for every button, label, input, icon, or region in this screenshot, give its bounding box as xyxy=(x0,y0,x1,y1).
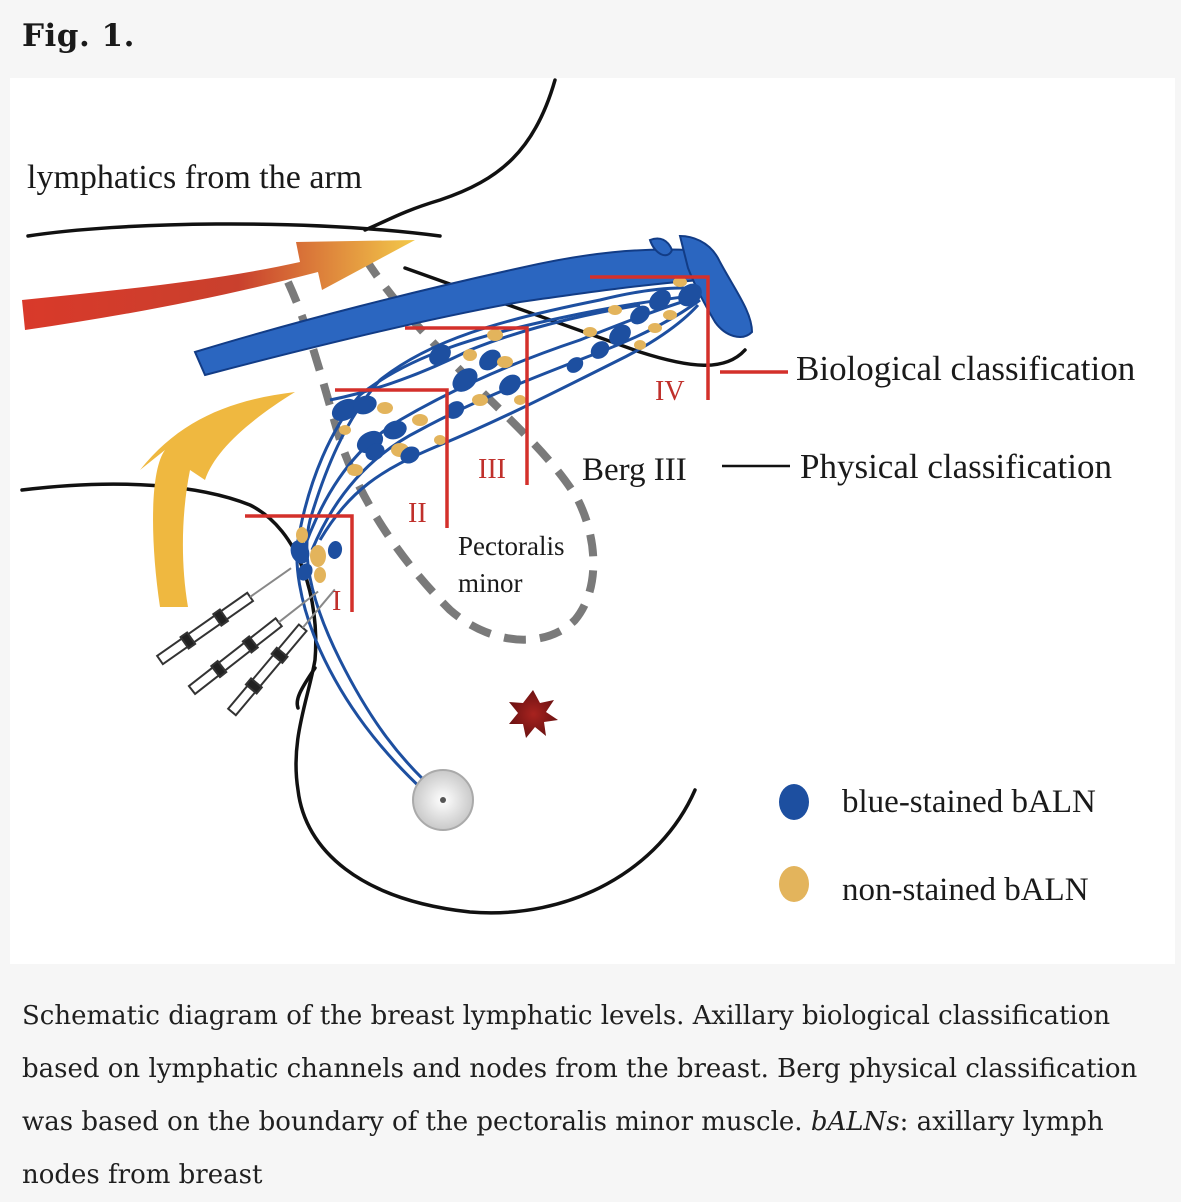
breast-drainage-arrow xyxy=(140,392,295,607)
figure-panel: I II III IV lymphatics from the arm Pect… xyxy=(10,78,1175,964)
arm-lymphatics-label: lymphatics from the arm xyxy=(27,159,362,196)
blue-stained-node xyxy=(445,401,465,419)
blue-stained-node xyxy=(609,324,631,346)
non-stained-node xyxy=(472,394,488,406)
pectoralis-label-line1: Pectoralis xyxy=(458,531,564,561)
axillary-vein xyxy=(193,234,754,377)
blue-stained-node xyxy=(290,540,310,564)
blue-stained-node xyxy=(400,446,420,464)
level-label-II: II xyxy=(408,498,427,529)
figure-title: Fig. 1. xyxy=(22,18,135,54)
non-stained-node xyxy=(487,329,503,341)
legend-yellow-marker xyxy=(779,866,809,902)
blue-stained-node xyxy=(365,443,385,461)
tumor-icon xyxy=(509,690,558,738)
caption-abbreviation-definition: : axillary lymph nodes from breast xyxy=(22,1107,1104,1190)
physical-classification-label: Physical classification xyxy=(800,447,1112,486)
body-outline xyxy=(20,78,747,915)
nipple-icon xyxy=(412,769,474,831)
blue-stained-node xyxy=(383,420,407,440)
arm-lymphatics-arrow xyxy=(22,240,415,330)
non-stained-node xyxy=(608,305,622,315)
blue-stained-node xyxy=(429,344,451,366)
blue-stained-node xyxy=(649,289,671,311)
non-stained-node xyxy=(663,310,677,320)
level-labels: I II III IV xyxy=(332,376,685,617)
figure-caption: Schematic diagram of the breast lymphati… xyxy=(22,990,1162,1202)
blue-stained-node xyxy=(479,349,501,371)
legend-yellow-label: non-stained bALN xyxy=(842,872,1089,908)
non-stained-node xyxy=(296,527,308,543)
level-boxes xyxy=(245,275,788,612)
blue-stained-node xyxy=(566,357,584,373)
non-stained-node xyxy=(648,323,662,333)
non-stained-node xyxy=(583,327,597,337)
lymphatic-diagram: I II III IV lymphatics from the arm Pect… xyxy=(20,78,1135,915)
non-stained-node xyxy=(434,435,446,445)
non-stained-node xyxy=(634,340,646,350)
injection-syringes xyxy=(155,567,336,717)
level-label-III: III xyxy=(478,454,506,485)
legend: blue-stained bALN non-stained bALN xyxy=(779,784,1096,908)
blue-stained-node xyxy=(630,305,650,325)
non-stained-node xyxy=(514,395,526,405)
biological-classification-label: Biological classification xyxy=(796,349,1135,388)
non-stained-node xyxy=(377,402,393,414)
blue-stained-node xyxy=(499,374,521,396)
blue-stained-node xyxy=(452,368,478,392)
non-stained-node xyxy=(412,414,428,426)
blue-stained-node xyxy=(590,341,610,359)
blue-stained-node xyxy=(327,541,343,559)
blue-stained-node xyxy=(331,398,359,422)
legend-blue-marker xyxy=(779,784,809,820)
legend-blue-label: blue-stained bALN xyxy=(842,784,1096,820)
non-stained-node xyxy=(497,356,513,368)
blue-stained-node xyxy=(353,395,377,415)
level-label-IV: IV xyxy=(655,376,685,407)
blue-stained-node xyxy=(678,283,702,307)
caption-abbreviation: bALNs xyxy=(810,1107,900,1137)
non-stained-node xyxy=(314,567,326,583)
level-label-I: I xyxy=(332,586,341,617)
non-stained-node xyxy=(673,277,687,287)
non-stained-node xyxy=(347,464,363,476)
pectoralis-label-line2: minor xyxy=(458,568,523,598)
non-stained-node xyxy=(463,349,477,361)
lymph-nodes xyxy=(290,277,702,583)
non-stained-node xyxy=(310,545,326,567)
blue-stained-node xyxy=(297,563,313,581)
caption-text: Schematic diagram of the breast lymphati… xyxy=(22,1001,1138,1137)
non-stained-node xyxy=(339,425,351,435)
berg-label: Berg III xyxy=(582,452,687,488)
